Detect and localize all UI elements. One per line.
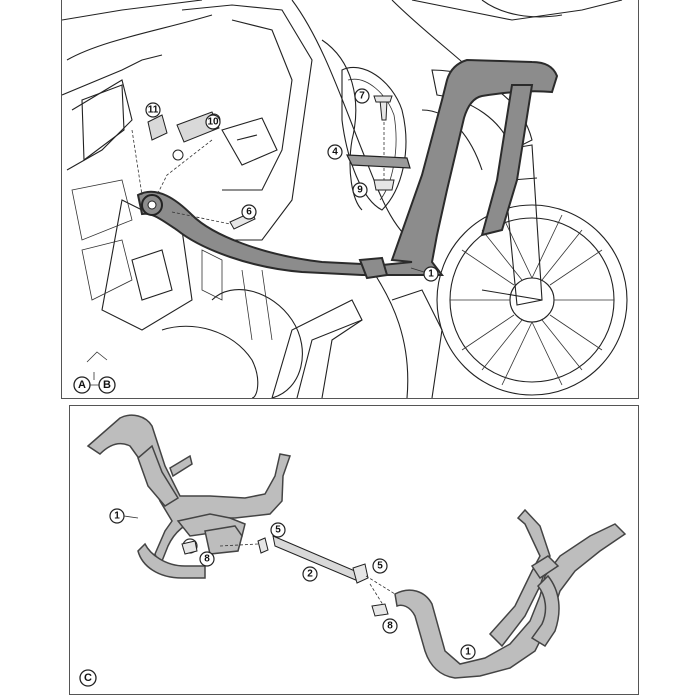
- callout-10: 10: [205, 114, 221, 130]
- view-label-b: B: [98, 376, 116, 394]
- callout-5-right-spacer: 5: [372, 558, 388, 574]
- svg-text:8: 8: [387, 621, 393, 632]
- svg-text:2: 2: [307, 569, 313, 580]
- motorcycle-line-drawing: 11 10 7 4 9 6 1 A B: [62, 0, 628, 398]
- callout-7: 7: [354, 88, 370, 104]
- callout-8-right-bolt: 8: [382, 618, 398, 634]
- svg-text:11: 11: [148, 105, 159, 116]
- callout-1-top: 1: [423, 266, 439, 282]
- view-label-c: C: [79, 669, 97, 687]
- view-label-a: A: [73, 376, 91, 394]
- svg-text:1: 1: [428, 269, 434, 280]
- svg-text:7: 7: [359, 91, 365, 102]
- svg-text:4: 4: [332, 147, 338, 158]
- svg-text:6: 6: [246, 207, 252, 218]
- callout-2-tube: 2: [302, 566, 318, 582]
- svg-text:1: 1: [114, 511, 120, 522]
- crash-bar-exploded-drawing: 1 5 8 2 5 8 1 C: [79, 414, 627, 687]
- installation-view-panel: 11 10 7 4 9 6 1 A B: [61, 0, 639, 399]
- svg-text:1: 1: [465, 647, 471, 658]
- callout-1-left-bar: 1: [109, 508, 125, 524]
- exploded-view-panel: 1 5 8 2 5 8 1 C: [69, 405, 639, 695]
- callout-11: 11: [145, 102, 161, 118]
- svg-text:10: 10: [207, 117, 219, 128]
- svg-text:A: A: [78, 379, 86, 391]
- svg-text:B: B: [103, 379, 111, 391]
- svg-text:5: 5: [377, 561, 383, 572]
- callout-4: 4: [327, 144, 343, 160]
- callout-6: 6: [241, 204, 257, 220]
- callout-5-left-spacer: 5: [270, 522, 286, 538]
- svg-text:9: 9: [357, 185, 363, 196]
- callout-1-right-bar: 1: [460, 644, 476, 660]
- callout-9: 9: [352, 182, 368, 198]
- svg-text:5: 5: [275, 525, 281, 536]
- svg-text:8: 8: [204, 554, 210, 565]
- svg-text:C: C: [84, 672, 92, 684]
- callout-8-left-bolt: 8: [199, 551, 215, 567]
